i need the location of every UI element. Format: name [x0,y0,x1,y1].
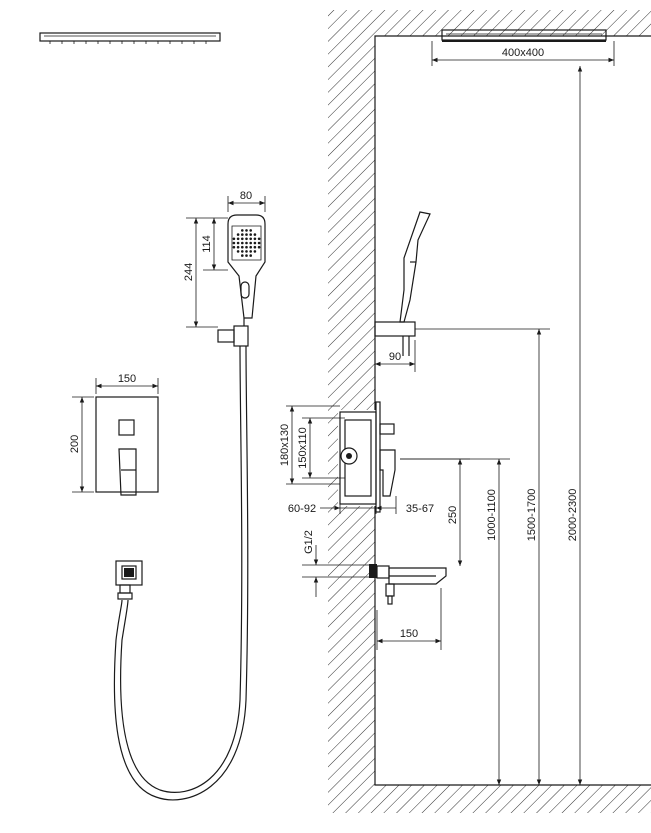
rain-head-size-label: 400x400 [502,47,544,59]
nozzle-dot [232,237,236,241]
panel-width-label: 150 [118,373,136,385]
nozzle-dot [232,241,236,245]
nozzle-dot [245,233,248,236]
nozzle-dot [236,237,240,241]
nozzle-dot [249,233,252,236]
nozzle-dot [236,250,240,253]
dimension-holder-offset: 90 [374,340,416,372]
nozzle-dot [249,254,252,257]
nozzle-dot [245,245,248,249]
nozzle-dot [245,241,248,245]
rain-shower-head-icon [39,32,221,44]
nozzle-dot [236,233,240,236]
dimension-panel-width: 150 [95,373,159,394]
spout-offset-label: 250 [447,506,459,524]
nozzle-dot [241,250,244,253]
nozzle-dot [245,250,248,253]
nozzle-dot [253,245,257,249]
wall-depth-label: 60-92 [288,503,316,515]
nozzle-dot [257,237,261,241]
spout-length-label: 150 [400,628,418,640]
head-width-label: 80 [240,190,252,202]
nozzle-dot [249,245,252,249]
mixer-height-label: 1000-1100 [486,489,498,541]
nozzle-dot [245,237,248,241]
dimension-box-height: 180x130 [279,405,340,485]
nozzle-dot [241,237,244,241]
nozzle-dot [245,254,248,257]
nozzle-dot [241,254,244,257]
nozzle-dot [253,237,257,241]
dimension-panel-height: 200 [69,396,94,493]
nozzle-dot [249,241,252,245]
dimension-shower-length: 244 [183,217,218,328]
dimension-thread: G1/2 [302,530,369,597]
nozzle-dot [236,241,240,245]
dimension-wall-depth: 60-92 35-67 [288,496,434,515]
nozzle-dot [241,229,244,232]
mounted-rain-head-icon [441,29,607,42]
wall-connector-icon [115,560,143,600]
nozzle-dot [257,245,261,249]
panel-protrusion-label: 35-67 [406,503,434,515]
nozzle-dot [253,250,257,253]
nozzle-dot [245,229,248,232]
nozzle-dot [253,233,257,236]
nozzle-dot [241,233,244,236]
box-height-label: 180x130 [279,424,291,466]
shower-hose-icon [113,345,249,801]
control-panel-icon [95,396,159,496]
mounted-hand-shower-icon [374,211,431,356]
dimension-box-inner: 150x110 [297,417,345,479]
head-height-label: 114 [201,235,213,253]
dimension-rain-height: 2000-2300 [567,66,583,785]
dimension-head-height: 114 [201,217,228,271]
nozzle-dot [249,237,252,241]
shower-length-label: 244 [183,263,195,281]
dimension-mixer-height: 1000-1100 [400,458,510,785]
nozzle-dot [253,241,257,245]
panel-height-label: 200 [69,435,81,453]
dimension-spout-length: 150 [376,588,442,650]
thread-label: G1/2 [303,530,315,554]
mixer-box-icon [339,401,396,513]
dimension-head-width: 80 [227,190,266,212]
nozzle-dot [232,245,236,249]
holder-offset-label: 90 [389,351,401,363]
box-inner-label: 150x110 [297,427,309,468]
nozzle-dot [241,245,244,249]
nozzle-dot [236,245,240,249]
nozzle-dot [257,241,261,245]
nozzle-dot [241,241,244,245]
rain-height-label: 2000-2300 [567,489,579,542]
holder-height-label: 1500-1700 [526,489,538,542]
nozzle-grid-icon [232,229,261,257]
bath-spout-icon [369,564,447,605]
dimension-rain-head: 400x400 [431,41,615,66]
nozzle-dot [249,229,252,232]
hand-shower-icon [217,214,266,347]
dimension-holder-height: 1500-1700 [415,328,550,785]
nozzle-dot [249,250,252,253]
